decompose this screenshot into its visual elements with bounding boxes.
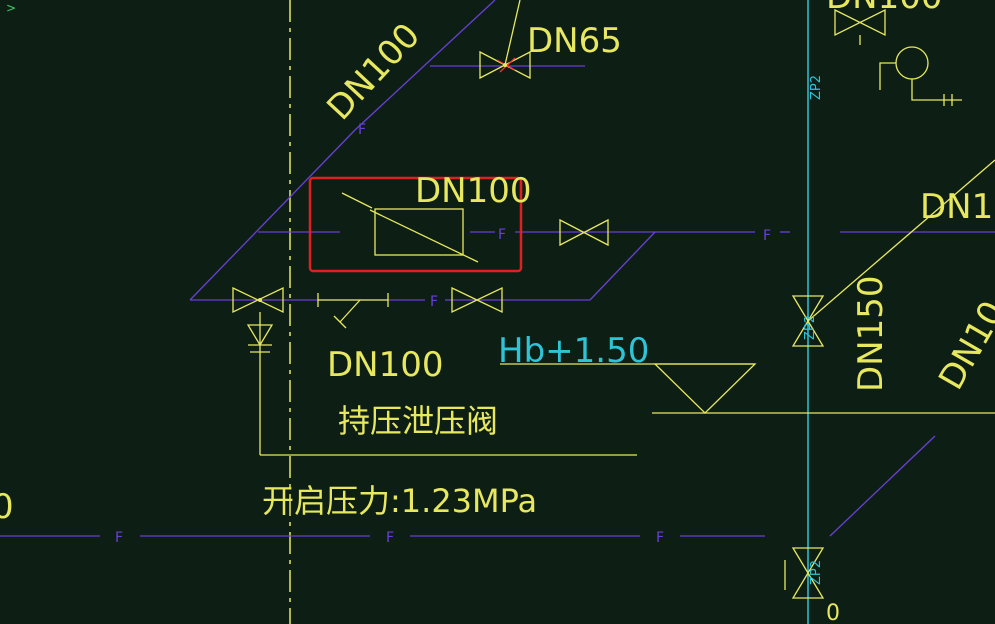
label-valve-name: 持压泄压阀 (338, 402, 498, 440)
corner-mark: > (6, 1, 16, 15)
valve-marker (258, 298, 262, 302)
svg-text:F: F (358, 122, 366, 138)
label-dn100-lower: DN100 (327, 345, 444, 385)
label-bottom-right-zero: 0 (826, 601, 840, 624)
valve-marker (503, 63, 507, 67)
label-zp2-bottom: ZP2 (809, 560, 824, 585)
label-zp2-top: ZP2 (809, 75, 824, 100)
label-dn65: DN65 (527, 21, 622, 61)
svg-text:F: F (430, 294, 438, 310)
label-dn100-diagonal: DN100 (319, 16, 428, 128)
svg-text:F: F (763, 228, 771, 244)
selection-highlight[interactable] (308, 176, 523, 273)
svg-text:F: F (656, 530, 664, 546)
label-dn150: DN150 (851, 275, 891, 392)
label-elevation: Hb+1.50 (498, 331, 649, 371)
label-dn100-box: DN100 (415, 171, 532, 211)
svg-text:F: F (115, 530, 123, 546)
label-dn10-lower-right: DN10 (931, 294, 995, 396)
label-opening-pressure: 开启压力:1.23MPa (262, 482, 537, 520)
svg-text:F: F (498, 227, 506, 243)
valves (232, 0, 995, 599)
label-left-zero: 0 (0, 487, 14, 527)
pipes (0, 0, 995, 537)
label-dn100-top-right: DN100 (826, 0, 943, 17)
label-dn10-right: DN10 (920, 187, 995, 227)
pipe-flags: F F F F F F F (115, 122, 771, 546)
svg-text:F: F (386, 530, 394, 546)
label-zp2-mid: ZP2 (803, 315, 818, 340)
